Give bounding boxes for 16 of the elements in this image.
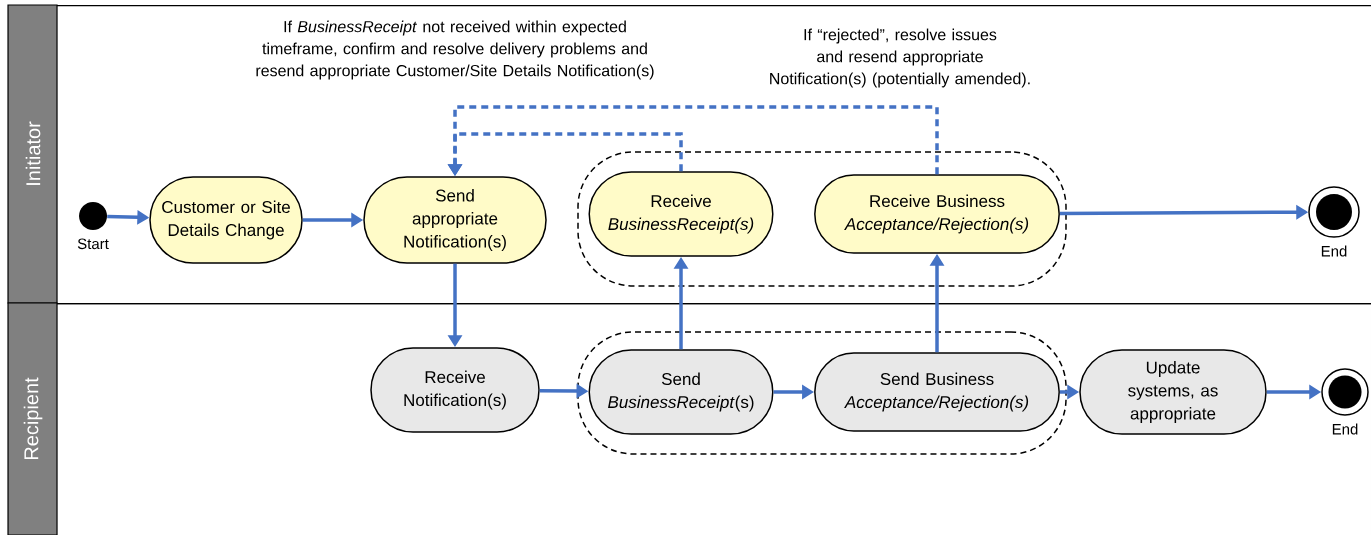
dashed-group-outline [577, 331, 1067, 455]
node-caption: End [1321, 245, 1347, 257]
end-node [1321, 368, 1369, 416]
dashed-group-outline [577, 151, 1067, 287]
end-node [1308, 186, 1360, 238]
activity-box: Receive BusinessReceipt(s) [588, 171, 774, 257]
activity-box: Send BusinessReceipt(s) [588, 349, 774, 435]
activity-box: Send Business Acceptance/Rejection(s) [814, 352, 1060, 432]
start-node [79, 202, 107, 230]
activity-box: Send appropriate Notification(s) [363, 176, 547, 264]
note: If BusinessReceipt not received within expected timeframe, confirm and resolve delivery problems and resend appropriate Customer/Site Details Notification(s) [256, 20, 654, 80]
node-caption: Start [77, 238, 109, 250]
activity-box: Receive Business Acceptance/Rejection(s) [814, 174, 1060, 254]
node-caption: End [1332, 423, 1358, 435]
activity-box: Update systems, as appropriate [1079, 349, 1267, 435]
note: If “rejected”, resolve issues and resend appropriate Notification(s) (potentially amended). [770, 28, 1030, 88]
